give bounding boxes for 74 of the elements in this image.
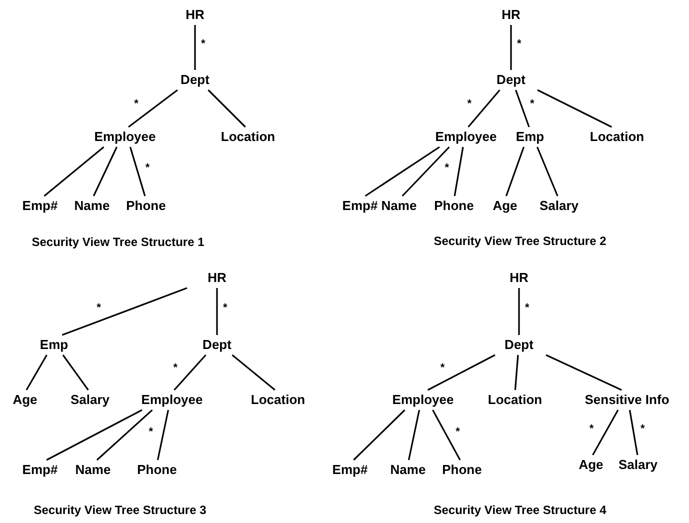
- node-label: Name: [390, 462, 426, 478]
- node-label: Location: [590, 129, 644, 145]
- connector-line: [546, 354, 622, 391]
- connector-line: [537, 89, 612, 128]
- node-label: Sensitive Info: [584, 392, 670, 408]
- connector-line: [353, 409, 406, 461]
- node-label: Dept: [202, 337, 232, 353]
- connector-line: [156, 410, 170, 460]
- connector-line: [592, 410, 619, 456]
- node-label: Dept: [180, 72, 210, 88]
- node-label: Phone: [137, 462, 177, 478]
- node-label: HR: [510, 270, 528, 286]
- node-label: HR: [208, 270, 226, 286]
- connector-line: [536, 146, 558, 196]
- node-label: Employee: [94, 129, 156, 145]
- connector-line: [427, 354, 496, 391]
- node-label: Phone: [126, 198, 166, 214]
- connector-line: [468, 89, 500, 128]
- node-label: Salary: [618, 457, 658, 473]
- node-label: Location: [220, 129, 276, 145]
- node-label: Emp#: [22, 462, 58, 478]
- node-label: Emp: [40, 337, 68, 353]
- connector-line: [506, 146, 524, 196]
- connector-line: [628, 410, 638, 456]
- connector-line: [129, 146, 146, 196]
- node-label: Phone: [434, 198, 474, 214]
- node-label: Name: [74, 198, 110, 214]
- connector-line: [92, 146, 118, 196]
- tree-caption: Security View Tree Structure 1: [32, 234, 204, 251]
- node-label: Name: [381, 198, 417, 214]
- node-label: Emp#: [22, 198, 58, 214]
- connector-line: [364, 146, 440, 197]
- connector-line: [408, 410, 420, 460]
- connector-line: [432, 410, 461, 460]
- node-label: Location: [488, 392, 542, 408]
- connector-line: [454, 146, 464, 196]
- connector-line: [44, 146, 104, 197]
- node-label: HR: [502, 7, 520, 23]
- connector-line: [194, 25, 196, 70]
- node-label: Employee: [435, 129, 497, 145]
- connector-line: [402, 146, 450, 197]
- connector-line: [46, 409, 142, 461]
- node-label: Dept: [496, 72, 526, 88]
- connector-line: [216, 288, 218, 335]
- node-label: Age: [12, 392, 38, 408]
- node-label: HR: [186, 7, 204, 23]
- connector-line: [514, 354, 519, 390]
- node-label: Emp#: [332, 462, 368, 478]
- connector-line: [518, 288, 520, 335]
- tree-caption: Security View Tree Structure 3: [34, 502, 206, 519]
- node-label: Salary: [70, 392, 110, 408]
- connector-line: [232, 354, 276, 391]
- node-label: Emp: [516, 129, 544, 145]
- connector-line: [128, 89, 178, 128]
- node-label: Name: [75, 462, 111, 478]
- node-label: Phone: [442, 462, 482, 478]
- connector-line: [96, 409, 153, 461]
- connector-line: [515, 90, 530, 128]
- node-label: Location: [250, 392, 306, 408]
- connector-line: [26, 354, 48, 390]
- connector-line: [208, 89, 246, 128]
- tree-caption: Security View Tree Structure 2: [434, 233, 606, 250]
- node-label: Age: [578, 457, 604, 473]
- node-label: Employee: [141, 392, 203, 408]
- connector-line: [62, 354, 89, 390]
- connector-line: [174, 354, 206, 391]
- connector-line: [510, 25, 512, 70]
- node-label: Employee: [392, 392, 454, 408]
- connector-line: [62, 287, 188, 336]
- node-label: Emp#: [342, 198, 378, 214]
- node-label: Salary: [539, 198, 579, 214]
- tree-caption: Security View Tree Structure 4: [434, 502, 606, 519]
- node-label: Age: [492, 198, 518, 214]
- node-label: Dept: [504, 337, 534, 353]
